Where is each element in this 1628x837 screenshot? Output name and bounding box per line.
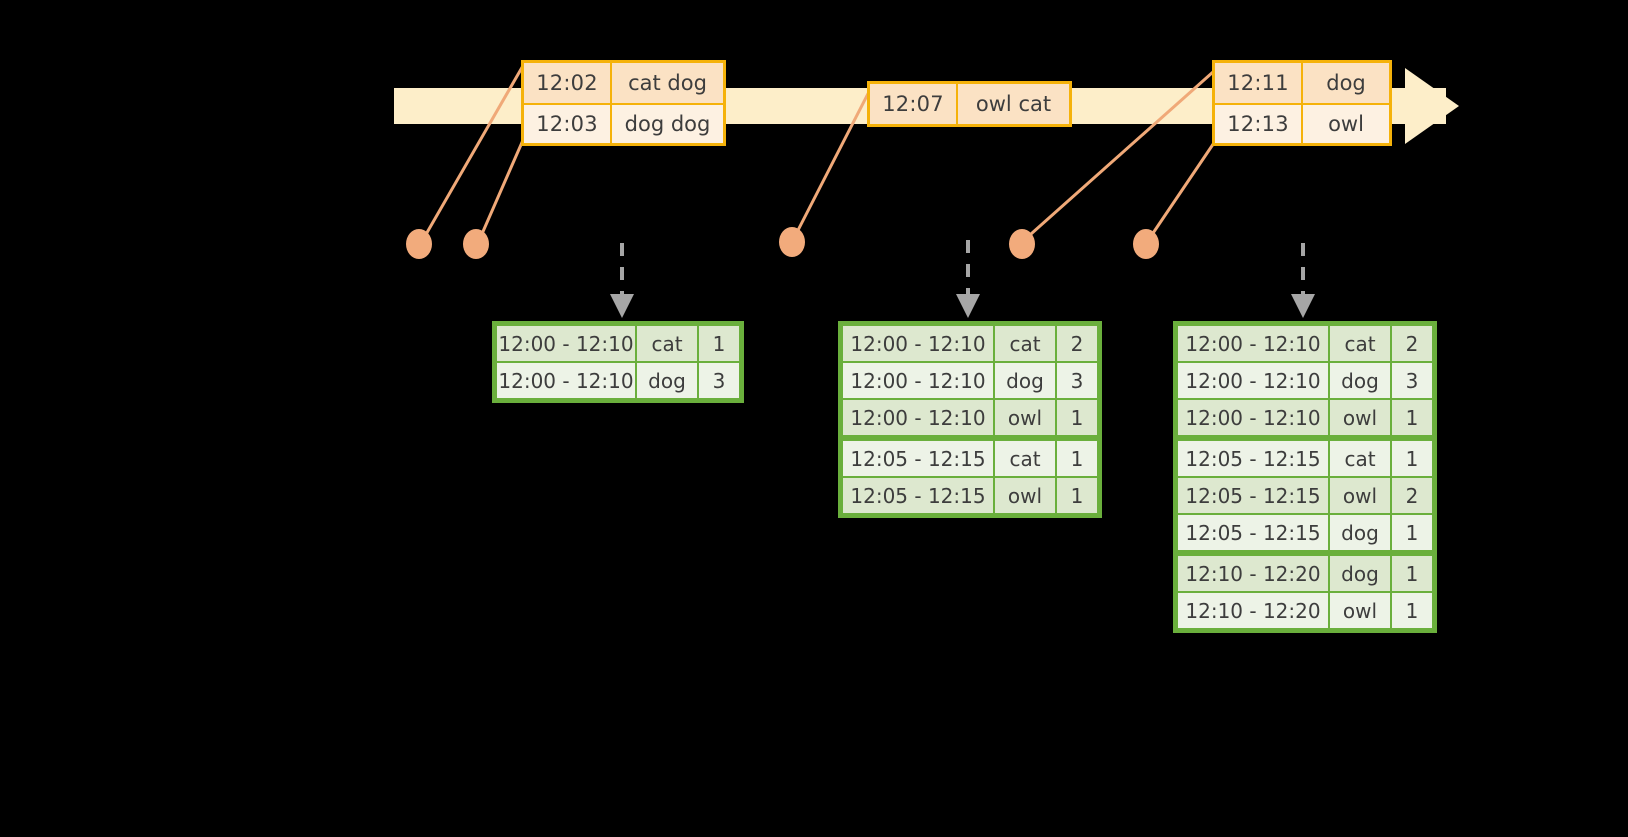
dot-3 (779, 227, 805, 257)
count-cell: 1 (1391, 399, 1433, 436)
event-time: 12:02 (524, 63, 612, 103)
connector-line-2 (476, 130, 529, 244)
dot-2 (463, 229, 489, 259)
event-group-2[interactable]: 12:07 owl cat (867, 81, 1072, 127)
dot-1 (406, 229, 432, 259)
flow-arrows (620, 240, 1305, 298)
count-cell: 3 (1056, 362, 1098, 399)
count-cell: 1 (698, 325, 740, 362)
dot-5 (1133, 229, 1159, 259)
event-time: 12:11 (1215, 63, 1303, 103)
dot-4 (1009, 229, 1035, 259)
window-cell: 12:00 - 12:10 (1177, 399, 1329, 436)
event-time: 12:13 (1215, 105, 1303, 143)
word-cell: owl (1329, 477, 1391, 514)
flow-arrow-heads (610, 294, 1315, 318)
window-cell: 12:05 - 12:15 (842, 477, 994, 514)
count-cell: 1 (1056, 440, 1098, 477)
count-cell: 1 (1391, 514, 1433, 551)
event-row[interactable]: 12:13 owl (1215, 103, 1389, 143)
flow-arrow-head-2 (956, 294, 980, 318)
event-row[interactable]: 12:02 cat dog (524, 63, 723, 103)
word-cell: dog (1329, 514, 1391, 551)
event-time: 12:07 (870, 84, 958, 124)
flow-arrow-head-3 (1291, 294, 1315, 318)
count-cell: 1 (1056, 477, 1098, 514)
count-cell: 2 (1391, 477, 1433, 514)
event-words: owl cat (975, 92, 1052, 116)
count-cell: 3 (1391, 362, 1433, 399)
word-cell: owl (994, 399, 1056, 436)
word-cell: owl (1329, 399, 1391, 436)
count-cell: 1 (1391, 440, 1433, 477)
word-cell: cat (994, 325, 1056, 362)
word-cell: dog (1329, 555, 1391, 592)
event-group-1[interactable]: 12:02 cat dog 12:03 dog dog (521, 60, 726, 146)
count-cell: 2 (1391, 325, 1433, 362)
connector-line-5 (1145, 130, 1224, 243)
count-cell: 1 (1391, 555, 1433, 592)
window-cell: 12:05 - 12:15 (842, 440, 994, 477)
event-dots (406, 227, 1159, 259)
word-cell: owl (1329, 592, 1391, 629)
event-words: dog dog (624, 112, 711, 136)
flow-arrow-head-1 (610, 294, 634, 318)
word-cell: dog (994, 362, 1056, 399)
window-cell: 12:05 - 12:15 (1177, 440, 1329, 477)
window-cell: 12:10 - 12:20 (1177, 555, 1329, 592)
window-cell: 12:00 - 12:10 (842, 399, 994, 436)
window-cell: 12:00 - 12:10 (496, 325, 636, 362)
connector-line-1 (419, 63, 526, 244)
window-cell: 12:00 - 12:10 (842, 325, 994, 362)
word-cell: cat (1329, 440, 1391, 477)
count-cell: 1 (1391, 592, 1433, 629)
window-cell: 12:00 - 12:10 (842, 362, 994, 399)
count-cell: 2 (1056, 325, 1098, 362)
word-cell: cat (636, 325, 698, 362)
word-cell: cat (1329, 325, 1391, 362)
event-words: owl (1328, 112, 1364, 136)
event-row[interactable]: 12:03 dog dog (524, 103, 723, 143)
window-cell: 12:00 - 12:10 (1177, 362, 1329, 399)
word-cell: dog (1329, 362, 1391, 399)
count-cell: 3 (698, 362, 740, 399)
event-row[interactable]: 12:11 dog (1215, 63, 1389, 103)
window-cell: 12:00 - 12:10 (496, 362, 636, 399)
word-cell: cat (994, 440, 1056, 477)
event-words: dog (1326, 71, 1366, 95)
timeline-arrow-head (1405, 68, 1459, 144)
window-cell: 12:00 - 12:10 (1177, 325, 1329, 362)
word-cell: dog (636, 362, 698, 399)
window-cell: 12:10 - 12:20 (1177, 592, 1329, 629)
count-cell: 1 (1056, 399, 1098, 436)
event-row[interactable]: 12:07 owl cat (870, 84, 1069, 124)
window-cell: 12:05 - 12:15 (1177, 477, 1329, 514)
window-cell: 12:05 - 12:15 (1177, 514, 1329, 551)
event-words: cat dog (628, 71, 707, 95)
event-group-3[interactable]: 12:11 dog 12:13 owl (1212, 60, 1392, 146)
word-cell: owl (994, 477, 1056, 514)
connector-line-3 (791, 81, 876, 241)
event-time: 12:03 (524, 105, 612, 143)
